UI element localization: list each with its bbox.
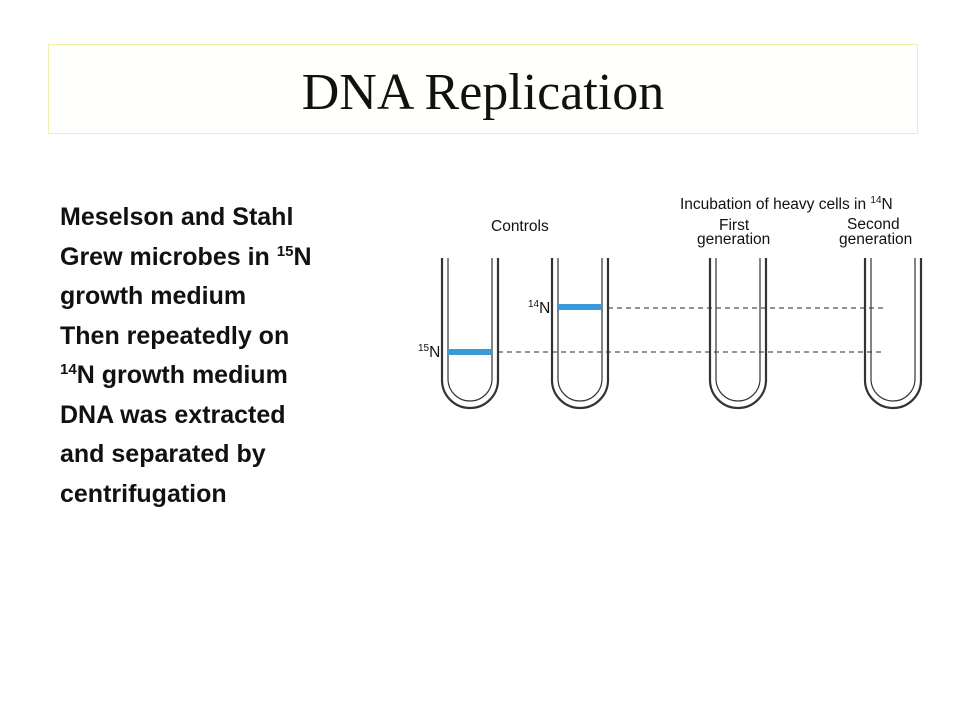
dna-band-14n	[558, 304, 602, 310]
body-line-3-text: growth medium	[60, 282, 247, 310]
body-line-8: centrifugation	[60, 475, 440, 515]
second-generation-label-line1: Second	[847, 216, 900, 233]
controls-label: Controls	[491, 218, 549, 235]
second-generation-label-line2: generation	[839, 231, 912, 248]
body-line-7: and separated by	[60, 435, 440, 475]
band-15n-label: 15N	[418, 343, 440, 361]
body-line-1-text: Meselson and Stahl	[60, 203, 294, 231]
body-line-2-text: Grew microbes in	[60, 242, 277, 271]
control-tube-15n	[440, 258, 500, 410]
body-line-6: DNA was extracted	[60, 396, 440, 436]
body-line-2-suffix: N	[293, 242, 312, 271]
band-14n-label: 14N	[528, 299, 550, 317]
title-box: DNA Replication	[48, 44, 918, 134]
body-line-1: Meselson and Stahl	[60, 198, 440, 238]
first-generation-label-line2: generation	[697, 231, 770, 248]
body-line-5-superscript: 14	[60, 361, 77, 378]
second-generation-tube	[863, 258, 923, 410]
body-line-5-text: N growth medium	[76, 361, 288, 389]
body-line-6-text: DNA was extracted	[60, 400, 286, 429]
body-text: Meselson and Stahl Grew microbes in 15 N …	[60, 198, 440, 514]
meselson-stahl-figure: Incubation of heavy cells in 14N Control…	[418, 195, 923, 410]
control-tube-14n	[550, 258, 610, 410]
body-line-2-superscript: 15	[276, 242, 294, 260]
body-line-7-text: and separated by	[60, 440, 266, 468]
body-line-2: Grew microbes in 15N	[60, 238, 440, 278]
first-generation-label-line1: First	[719, 217, 750, 234]
body-line-8-text: centrifugation	[60, 479, 227, 508]
body-line-3: growth medium	[60, 277, 440, 317]
body-line-5: 14N growth medium	[60, 356, 440, 396]
dna-band-15n	[448, 349, 492, 355]
body-line-4-text: Then repeatedly on	[60, 321, 290, 350]
incubation-label: Incubation of heavy cells in 14N	[680, 195, 893, 213]
body-line-4: Then repeatedly on	[60, 317, 440, 357]
first-generation-tube	[708, 258, 768, 410]
slide-title: DNA Replication	[301, 64, 665, 121]
